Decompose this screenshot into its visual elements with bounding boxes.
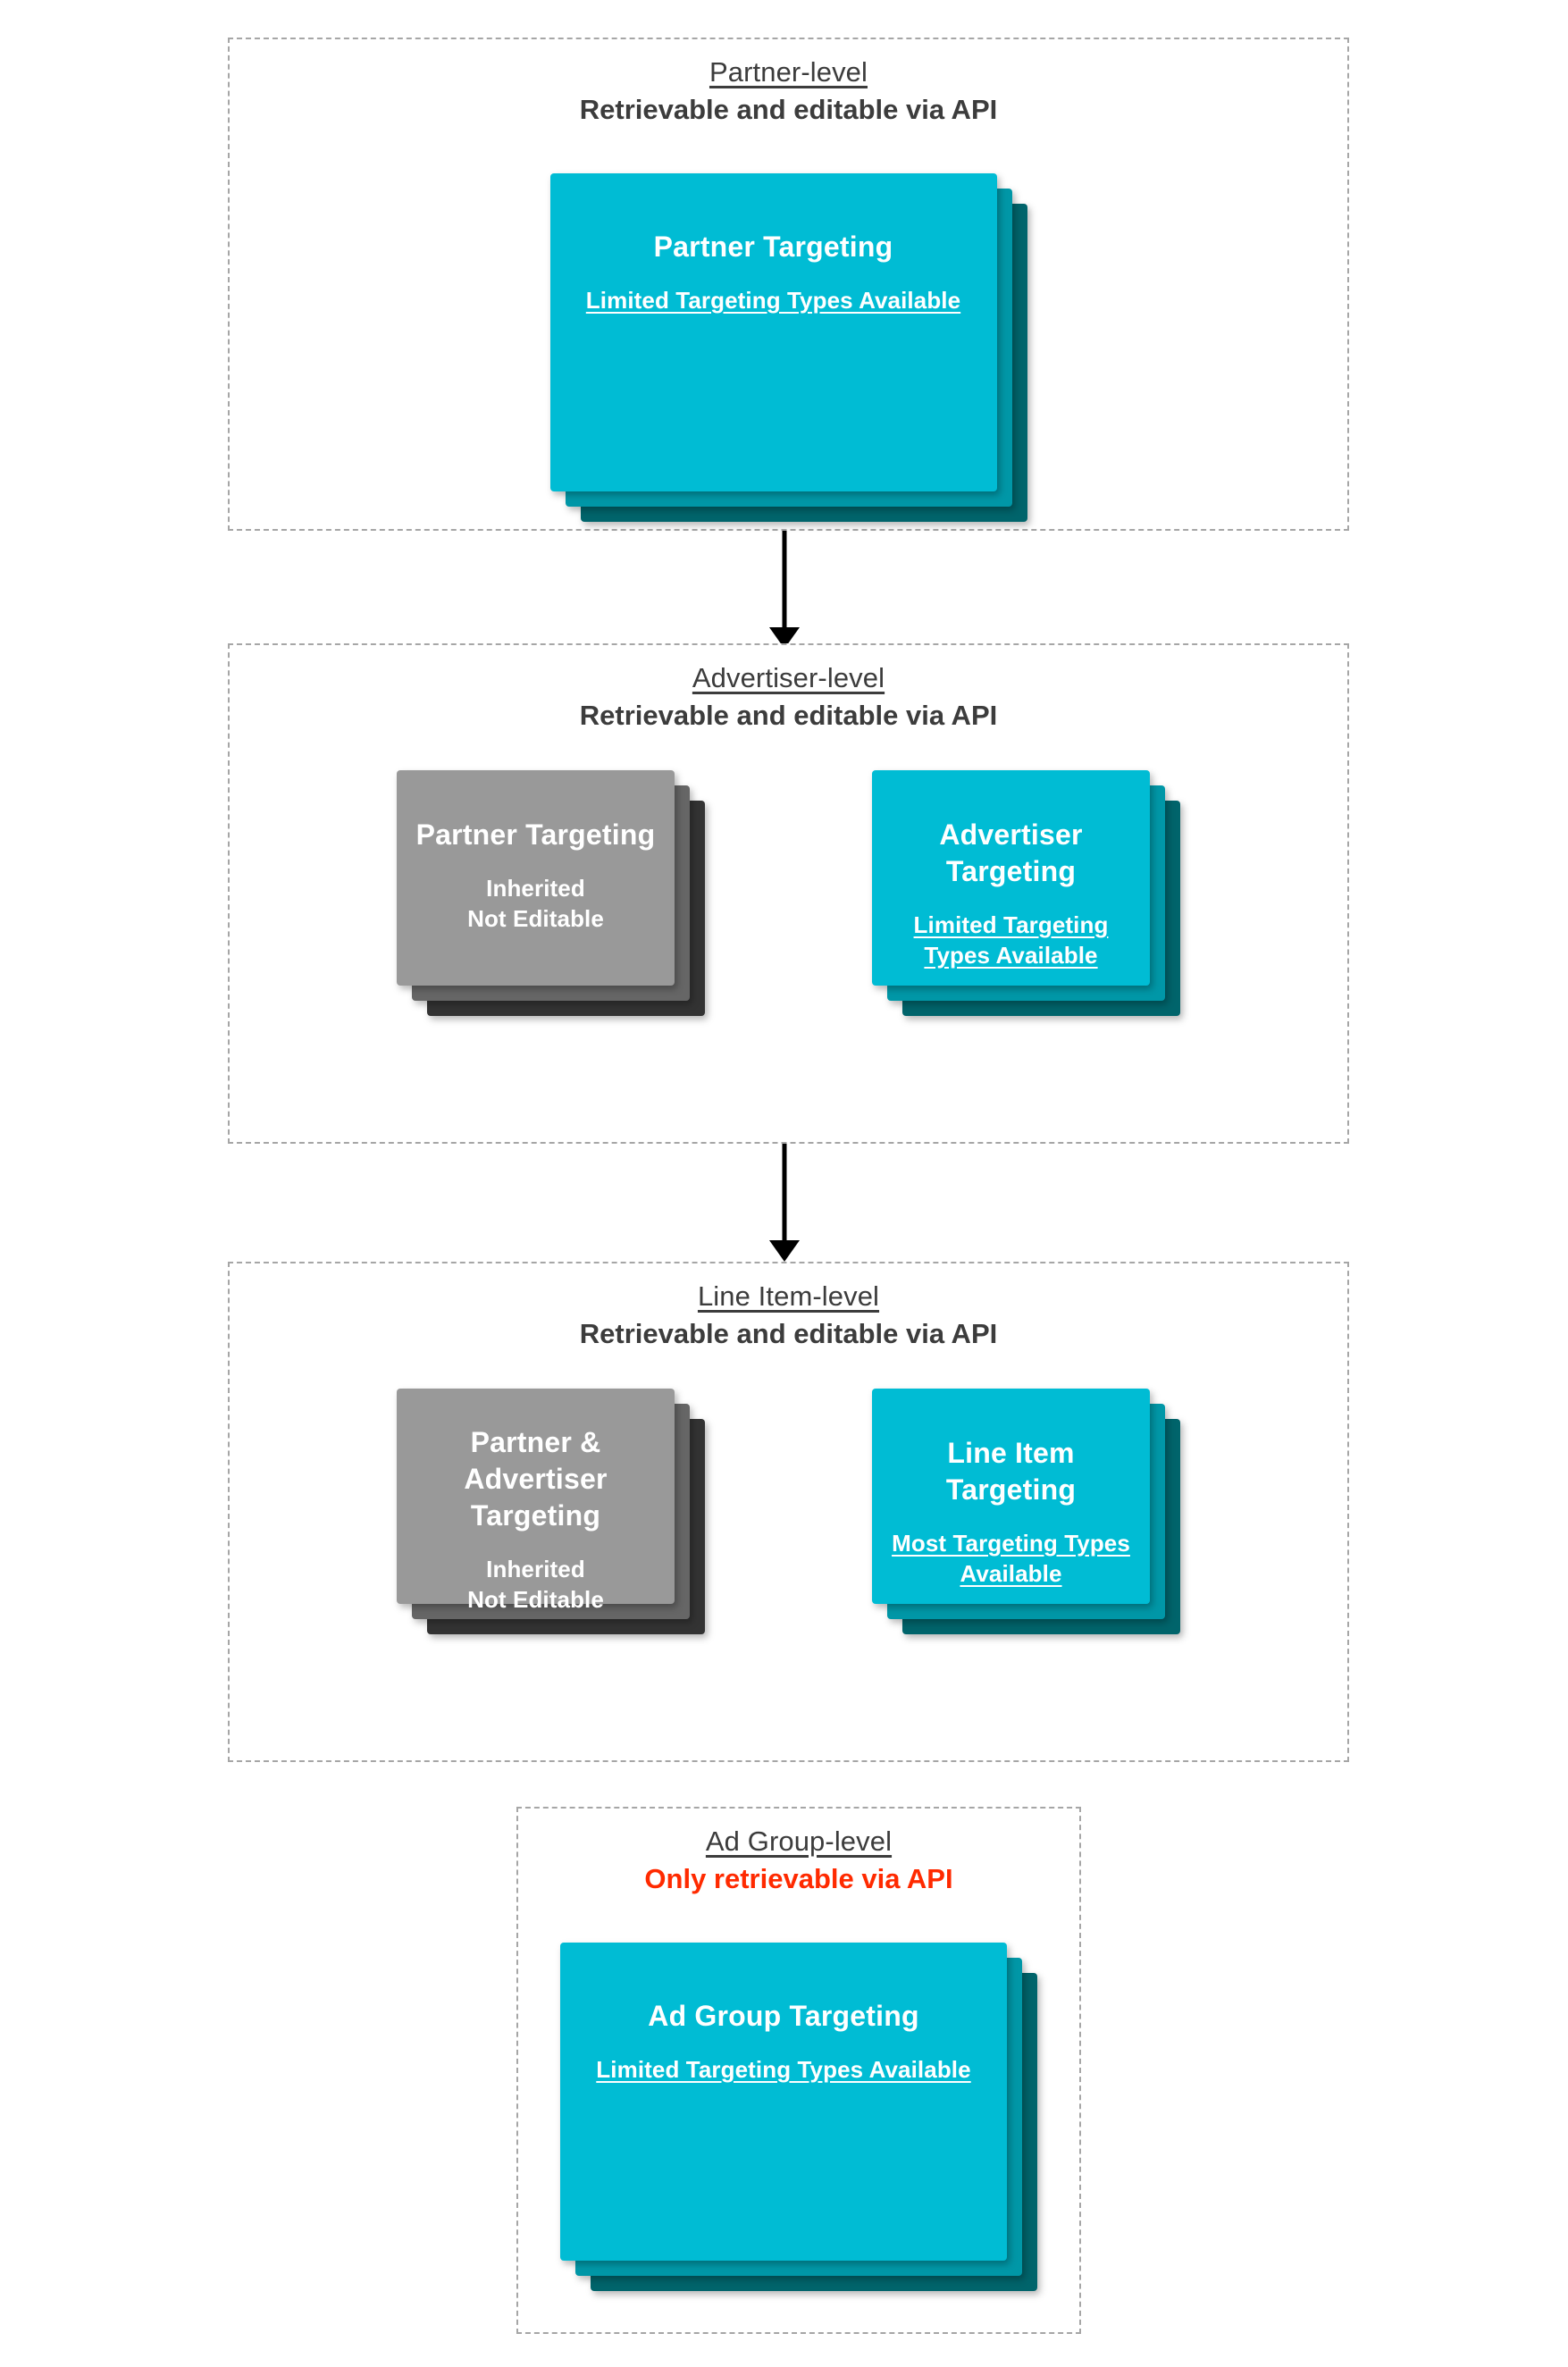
level-box-partner: Partner-level Retrievable and editable v… — [228, 38, 1349, 531]
level-box-line-item: Line Item-level Retrievable and editable… — [228, 1262, 1349, 1762]
card-row-ad-group: Ad Group Targeting Limited Targeting Typ… — [518, 1943, 1079, 2291]
card-layer-front — [560, 1943, 1007, 2261]
card-content-partner-targeting: Partner Targeting Limited Targeting Type… — [550, 173, 997, 315]
card-title: Line Item Targeting — [945, 1437, 1077, 1506]
level-header-line-item: Line Item-level Retrievable and editable… — [230, 1263, 1347, 1352]
card-stack-partner-targeting[interactable]: Partner Targeting Limited Targeting Type… — [549, 173, 1027, 522]
level-box-ad-group: Ad Group-level Only retrievable via API … — [516, 1807, 1081, 2334]
card-title: Partner & Advertiser Targeting — [464, 1426, 608, 1532]
card-layer-front — [397, 1389, 675, 1604]
connector-arrowhead — [769, 1240, 800, 1262]
card-row-partner: Partner Targeting Limited Targeting Type… — [230, 173, 1347, 522]
connector-partner-to-advertiser — [753, 531, 816, 649]
connector-shaft — [782, 1144, 787, 1242]
card-content-ad-group-targeting: Ad Group Targeting Limited Targeting Typ… — [560, 1943, 1007, 2085]
card-layer-front — [872, 1389, 1150, 1604]
card-content-line-item-targeting: Line Item Targeting Most Targeting Types… — [872, 1389, 1150, 1590]
level-title-line-item: Line Item-level — [697, 1280, 880, 1312]
card-row-line-item: Partner & Advertiser Targeting Inherited… — [230, 1389, 1347, 1634]
connector-shaft — [782, 531, 787, 629]
level-title-partner: Partner-level — [709, 56, 868, 88]
card-layer-front — [872, 770, 1150, 986]
level-title-ad-group: Ad Group-level — [705, 1826, 893, 1857]
level-subtitle-ad-group: Only retrievable via API — [644, 1862, 953, 1894]
card-note: Inherited Not Editable — [467, 874, 604, 933]
card-content-partner-targeting-inherited: Partner Targeting Inherited Not Editable — [397, 770, 675, 935]
card-stack-partner-targeting-inherited[interactable]: Partner Targeting Inherited Not Editable — [397, 770, 705, 1016]
card-content-advertiser-targeting: Advertiser Targeting Limited Targeting T… — [872, 770, 1150, 971]
level-header-partner: Partner-level Retrievable and editable v… — [230, 39, 1347, 128]
card-note: Limited Targeting Types Available — [913, 911, 1109, 969]
card-stack-advertiser-targeting[interactable]: Advertiser Targeting Limited Targeting T… — [872, 770, 1180, 1016]
card-stack-partner-advertiser-targeting-inherited[interactable]: Partner & Advertiser Targeting Inherited… — [397, 1389, 705, 1634]
card-title: Partner Targeting — [653, 231, 893, 263]
card-title: Partner Targeting — [415, 818, 656, 851]
level-subtitle-line-item: Retrievable and editable via API — [579, 1317, 998, 1349]
level-header-advertiser: Advertiser-level Retrievable and editabl… — [230, 645, 1347, 734]
card-content-partner-advertiser-targeting-inherited: Partner & Advertiser Targeting Inherited… — [397, 1389, 675, 1615]
card-title: Ad Group Targeting — [648, 2000, 919, 2032]
level-title-advertiser: Advertiser-level — [692, 662, 885, 693]
card-layer-front — [397, 770, 675, 986]
card-note: Inherited Not Editable — [467, 1555, 604, 1614]
card-stack-ad-group-targeting[interactable]: Ad Group Targeting Limited Targeting Typ… — [560, 1943, 1037, 2291]
card-note: Limited Targeting Types Available — [585, 286, 961, 314]
card-title: Advertiser Targeting — [939, 818, 1083, 887]
card-layer-front — [549, 173, 997, 491]
card-stack-line-item-targeting[interactable]: Line Item Targeting Most Targeting Types… — [872, 1389, 1180, 1634]
card-note: Most Targeting Types Available — [892, 1529, 1130, 1588]
level-box-advertiser: Advertiser-level Retrievable and editabl… — [228, 643, 1349, 1144]
card-note: Limited Targeting Types Available — [596, 2055, 971, 2083]
level-subtitle-advertiser: Retrievable and editable via API — [579, 699, 998, 731]
level-header-ad-group: Ad Group-level Only retrievable via API — [518, 1809, 1079, 1897]
connector-advertiser-to-line-item — [753, 1144, 816, 1262]
level-subtitle-partner: Retrievable and editable via API — [579, 93, 998, 125]
card-row-advertiser: Partner Targeting Inherited Not Editable… — [230, 770, 1347, 1016]
